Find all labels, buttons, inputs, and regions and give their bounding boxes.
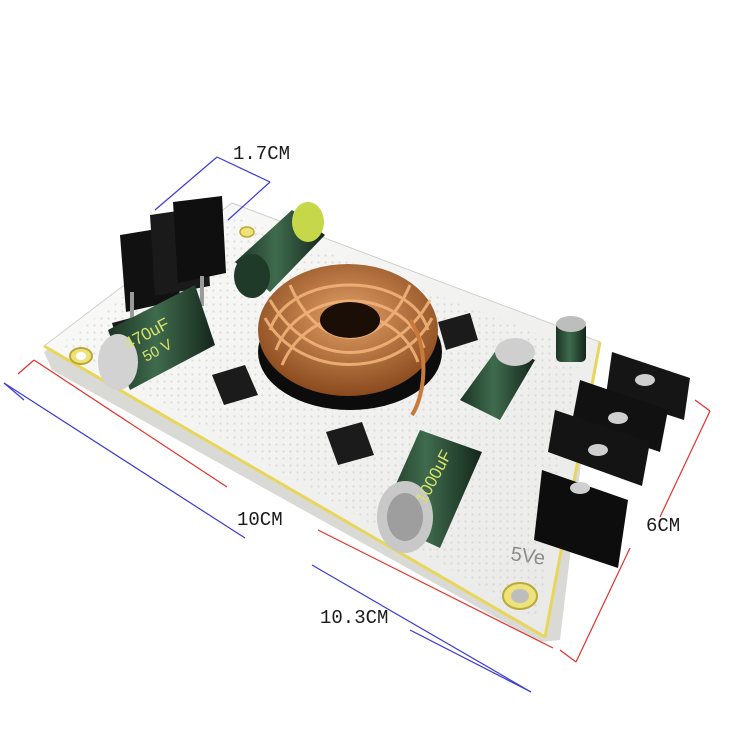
capacitor-small [556,316,586,362]
heatsink-left [120,196,226,322]
toroidal-inductor [258,264,442,417]
dimension-line-10-3cm-bottom [311,564,532,693]
dimension-label-overall-length: 10.3CM [320,607,389,629]
dimension-line-6cm [559,399,711,663]
capacitor-front: 1000uF [377,430,482,553]
board-label-text: 5Ve [509,543,546,570]
capacitor-left: 470uF 50 V [98,285,215,390]
dimension-line-10cm-bottom [317,529,554,649]
mounting-holes [69,226,538,610]
dimension-label-heatsink: 1.7CM [233,143,291,165]
capacitor-top [234,202,325,298]
dimension-label-board-length: 10CM [237,509,283,531]
terminal-blocks [534,352,690,568]
dimension-line-10cm [17,359,228,488]
dimension-label-board-width: 6CM [646,515,681,537]
dimension-line-10-3cm-left [3,382,246,539]
board-label: 5Ve [509,543,546,570]
dimension-line-heatsink [154,156,271,221]
capacitor-right-mid [460,338,535,420]
